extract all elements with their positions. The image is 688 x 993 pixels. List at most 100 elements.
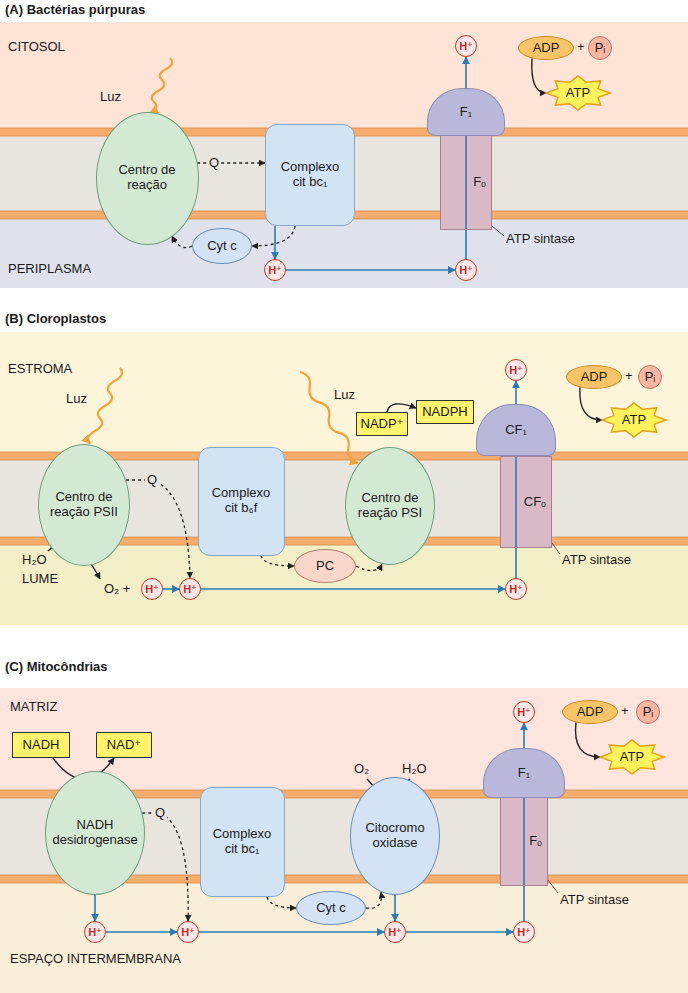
proton-flow-arrow — [201, 588, 505, 590]
proton-flow-arrow — [523, 886, 525, 921]
proton-channel-line — [465, 135, 467, 229]
node-label: H⁺ — [517, 926, 531, 939]
node-label: Pᵢ — [645, 370, 656, 385]
node-label: CFₒ — [524, 495, 546, 510]
text-block: ATP — [620, 750, 644, 765]
text-block: H⁺ — [181, 926, 195, 939]
node-label: H⁺ — [459, 40, 473, 53]
proton-flow-arrow — [465, 230, 467, 259]
burst-shape — [546, 76, 610, 110]
proton-circle: H⁺ — [513, 921, 535, 943]
diagram-label: Luz — [334, 388, 355, 403]
diagram-label: CITOSOL — [8, 40, 65, 55]
diagram-label: ATP sintase — [560, 893, 629, 908]
node-label: CF₁ — [505, 423, 527, 438]
electron-flow-arrow — [126, 480, 190, 578]
phosphate-circle: Pᵢ — [638, 365, 662, 389]
complex-box: Complexo cit bc₁ — [200, 787, 285, 897]
electron-flow-arrow — [172, 236, 192, 248]
diagram-label: H₂O — [22, 553, 47, 568]
proton-flow-arrow — [163, 588, 179, 590]
complex-box: Complexo cit bc₁ — [265, 124, 355, 226]
burst-shape — [600, 740, 664, 774]
atp-burst: ATP — [546, 76, 610, 110]
text-block: ATP — [566, 86, 590, 101]
cofactor-box: NADPH — [416, 400, 474, 424]
text-block: NADH — [23, 738, 60, 753]
text-block: Centro de reação PSI — [352, 491, 429, 521]
text-block: PC — [316, 559, 334, 574]
text-block: Cyt c — [207, 239, 237, 254]
burst-shape — [602, 403, 666, 437]
electron-flow-arrow — [142, 813, 188, 921]
text-block: H⁺ — [517, 926, 531, 939]
text-block: H⁺ — [459, 40, 473, 53]
proton-circle: H⁺ — [505, 359, 527, 381]
node-label: Complexo cit b₆f — [206, 486, 277, 516]
diagram-label: O₂ — [354, 762, 369, 777]
proton-flow-arrow — [199, 931, 384, 933]
proton-circle: H⁺ — [177, 921, 199, 943]
text-block: CF₁ — [505, 423, 527, 438]
node-label: ATP — [622, 413, 646, 428]
diagram-label: + — [577, 40, 585, 55]
plastocyanin-ellipse: PC — [294, 549, 356, 583]
proton-circle: H⁺ — [505, 578, 527, 600]
proton-circle: H⁺ — [141, 578, 163, 600]
text-block: Centro de reação PSII — [45, 490, 123, 520]
node-label: Centro de reação PSII — [45, 490, 123, 520]
proton-flow-arrow — [94, 895, 96, 921]
node-label: Cyt c — [316, 901, 346, 916]
text-block: NADPH — [422, 405, 468, 420]
proton-flow-arrow — [515, 381, 517, 404]
protein-ellipse: Cyt c — [296, 891, 366, 925]
node-label: H⁺ — [268, 264, 282, 277]
diagram-label: O₂ + — [104, 582, 130, 597]
electron-flow-arrow — [267, 897, 296, 908]
diagram-label: ESPAÇO INTERMEMBRANA — [10, 952, 181, 967]
atp-synthase-head: F₁ — [483, 748, 565, 798]
diagram-label: ATP sintase — [562, 553, 631, 568]
proton-flow-arrow — [274, 226, 276, 259]
diagram-label: + — [625, 369, 633, 384]
text-block: Pᵢ — [645, 370, 656, 385]
text-block: H⁺ — [183, 583, 197, 596]
proton-circle: H⁺ — [455, 35, 477, 57]
adp-oval: ADP — [562, 700, 618, 724]
light-squiggle — [300, 372, 358, 463]
text-block: H⁺ — [517, 706, 531, 719]
proton-circle: H⁺ — [264, 259, 286, 281]
electron-flow-arrow — [366, 892, 381, 908]
node-label: NADPH — [422, 405, 468, 420]
proton-circle: H⁺ — [384, 921, 406, 943]
node-label: ADP — [581, 370, 608, 385]
panel-heading: (B) Cloroplastos — [5, 312, 106, 327]
text-block: Complexo cit b₆f — [206, 486, 277, 516]
text-block: H⁺ — [145, 583, 159, 596]
node-label: ADP — [577, 705, 604, 720]
text-block: H⁺ — [509, 583, 523, 596]
diagram-label: MATRIZ — [10, 700, 57, 715]
edge-label: Q — [145, 473, 159, 487]
proton-circle: H⁺ — [455, 259, 477, 281]
text-block: ADP — [581, 370, 608, 385]
diagram-label: PERIPLASMA — [8, 262, 91, 277]
node-label: F₁ — [518, 766, 530, 781]
electron-flow-arrow — [252, 226, 295, 246]
text-block: H⁺ — [388, 926, 402, 939]
reaction-center-ellipse: Centro de reação PSII — [38, 444, 130, 566]
leader-line — [548, 880, 558, 893]
text-block: Complexo cit bc₁ — [208, 827, 277, 857]
reaction-center-ellipse: NADH desidrogenase — [45, 771, 145, 895]
node-label: ADP — [533, 41, 560, 56]
text-block: F₁ — [460, 105, 472, 120]
diagram-label: ATP sintase — [506, 232, 575, 247]
node-label: Fₒ — [529, 834, 542, 849]
leader-line — [492, 226, 504, 236]
text-block: ADP — [533, 41, 560, 56]
cofactor-box: NADH — [12, 732, 70, 758]
node-label: Cyt c — [207, 239, 237, 254]
electron-flow-arrow — [261, 556, 294, 567]
